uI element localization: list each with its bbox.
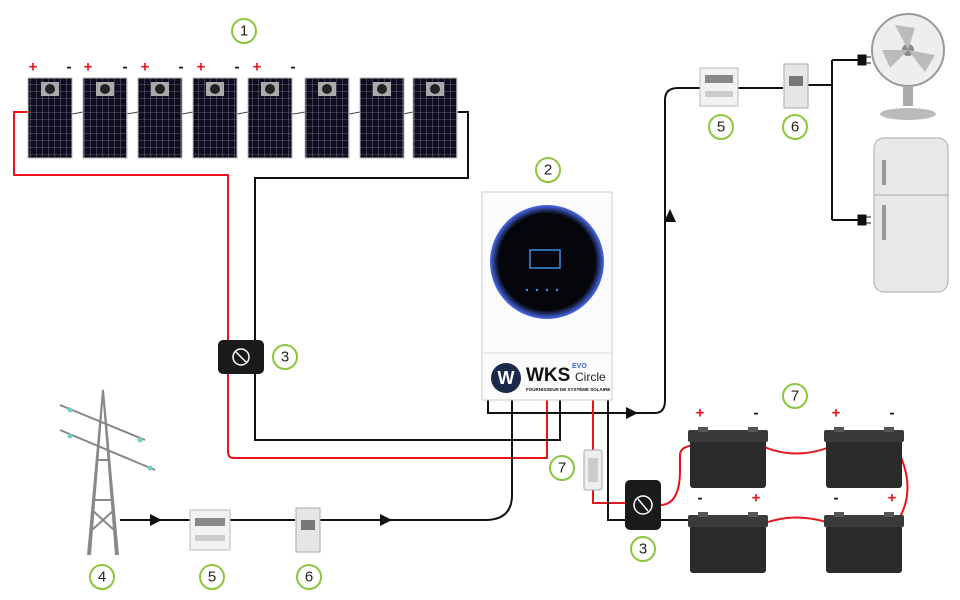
battery-icon: +- — [688, 405, 768, 488]
svg-text:WKS: WKS — [526, 365, 570, 386]
battery-icon: -+ — [688, 490, 768, 573]
number-label-batteries: 7 — [782, 383, 808, 409]
fridge-icon — [873, 137, 949, 293]
positive-sign: + — [29, 59, 38, 76]
solar-panel — [412, 77, 458, 159]
pv-negative-wire — [254, 111, 561, 441]
number-label-grid: 4 — [89, 564, 115, 590]
solar-panel — [137, 77, 183, 159]
negative-sign: - — [235, 59, 240, 76]
solar-panel — [27, 77, 73, 159]
solar-panel — [247, 77, 293, 159]
negative-sign: - — [834, 490, 839, 507]
plug-icons — [857, 54, 871, 226]
inverter[interactable]: W WKS EVO Circle FOURNISSEUR DE SYSTÈME … — [481, 191, 613, 401]
negative-sign: - — [890, 405, 895, 422]
positive-sign: + — [84, 59, 93, 76]
solar-panel — [359, 77, 405, 159]
pv-positive-wire — [13, 111, 548, 459]
svg-text:FOURNISSEUR DE SYSTÈME SOLAIRE: FOURNISSEUR DE SYSTÈME SOLAIRE — [526, 385, 610, 392]
number-label-battery-fuse: 7 — [549, 455, 575, 481]
number-label-solar-panels: 1 — [231, 18, 257, 44]
number-label-pv-isolator: 3 — [272, 344, 298, 370]
positive-sign: + — [141, 59, 150, 76]
plug-icon — [857, 54, 871, 66]
number-text: 4 — [98, 569, 106, 586]
battery-bank: +-+--+-+ — [688, 405, 904, 573]
number-label-battery-isolator: 3 — [630, 536, 656, 562]
inverter-display — [490, 205, 604, 319]
grid-disconnect-switch[interactable] — [295, 507, 321, 553]
plug-icon — [857, 214, 871, 226]
positive-sign: + — [197, 59, 206, 76]
solar-panel — [192, 77, 238, 159]
number-text: 6 — [305, 569, 313, 586]
svg-text:Circle: Circle — [575, 370, 606, 384]
grid-input-wire — [120, 400, 513, 521]
battery-icon: +- — [824, 405, 904, 488]
arrow-right-icon — [380, 514, 392, 526]
negative-sign: - — [179, 59, 184, 76]
battery-positive-wire — [592, 400, 701, 506]
arrow-right-icon — [150, 514, 162, 526]
load-output-wire — [487, 59, 860, 414]
arrow-up-icon — [664, 209, 676, 222]
number-text: 3 — [281, 349, 289, 366]
number-text: 1 — [240, 23, 248, 40]
solar-panel — [82, 77, 128, 159]
number-text: 7 — [791, 388, 799, 405]
number-text: 3 — [639, 541, 647, 558]
negative-sign: - — [123, 59, 128, 76]
arrow-right-icon — [626, 407, 638, 419]
svg-text:EVO: EVO — [572, 363, 587, 370]
pylon-icon — [59, 389, 156, 556]
positive-sign: + — [888, 490, 897, 507]
number-label-load-switch: 6 — [782, 114, 808, 140]
solar-panel-array: +-+-+-+-+- — [27, 59, 458, 159]
fan-icon — [871, 13, 945, 120]
positive-sign: + — [752, 490, 761, 507]
number-text: 5 — [208, 569, 216, 586]
number-text: 5 — [717, 119, 725, 136]
number-label-grid-breaker: 5 — [199, 564, 225, 590]
battery-icon: -+ — [824, 490, 904, 573]
positive-sign: + — [253, 59, 262, 76]
number-text: 7 — [558, 460, 566, 477]
wks-logo: W WKS EVO Circle FOURNISSEUR DE SYSTÈME … — [491, 363, 610, 393]
grid-breaker[interactable] — [189, 509, 231, 551]
battery-isolator[interactable] — [625, 480, 661, 530]
load-disconnect-switch[interactable] — [783, 63, 809, 109]
negative-sign: - — [754, 405, 759, 422]
component-number-labels: 1 2 3 3 4 5 6 5 6 7 7 — [89, 18, 808, 590]
positive-sign: + — [696, 405, 705, 422]
flow-arrows — [150, 209, 676, 526]
number-label-grid-switch: 6 — [296, 564, 322, 590]
negative-sign: - — [67, 59, 72, 76]
number-label-inverter: 2 — [535, 157, 561, 183]
pv-isolator[interactable] — [218, 340, 264, 374]
number-text: 6 — [791, 119, 799, 136]
number-label-load-breaker: 5 — [708, 114, 734, 140]
negative-sign: - — [291, 59, 296, 76]
positive-sign: + — [832, 405, 841, 422]
battery-fuse — [583, 449, 603, 491]
solar-panel — [304, 77, 350, 159]
load-breaker[interactable] — [699, 67, 739, 107]
negative-sign: - — [698, 490, 703, 507]
svg-text:W: W — [498, 368, 515, 388]
number-text: 2 — [544, 162, 552, 179]
